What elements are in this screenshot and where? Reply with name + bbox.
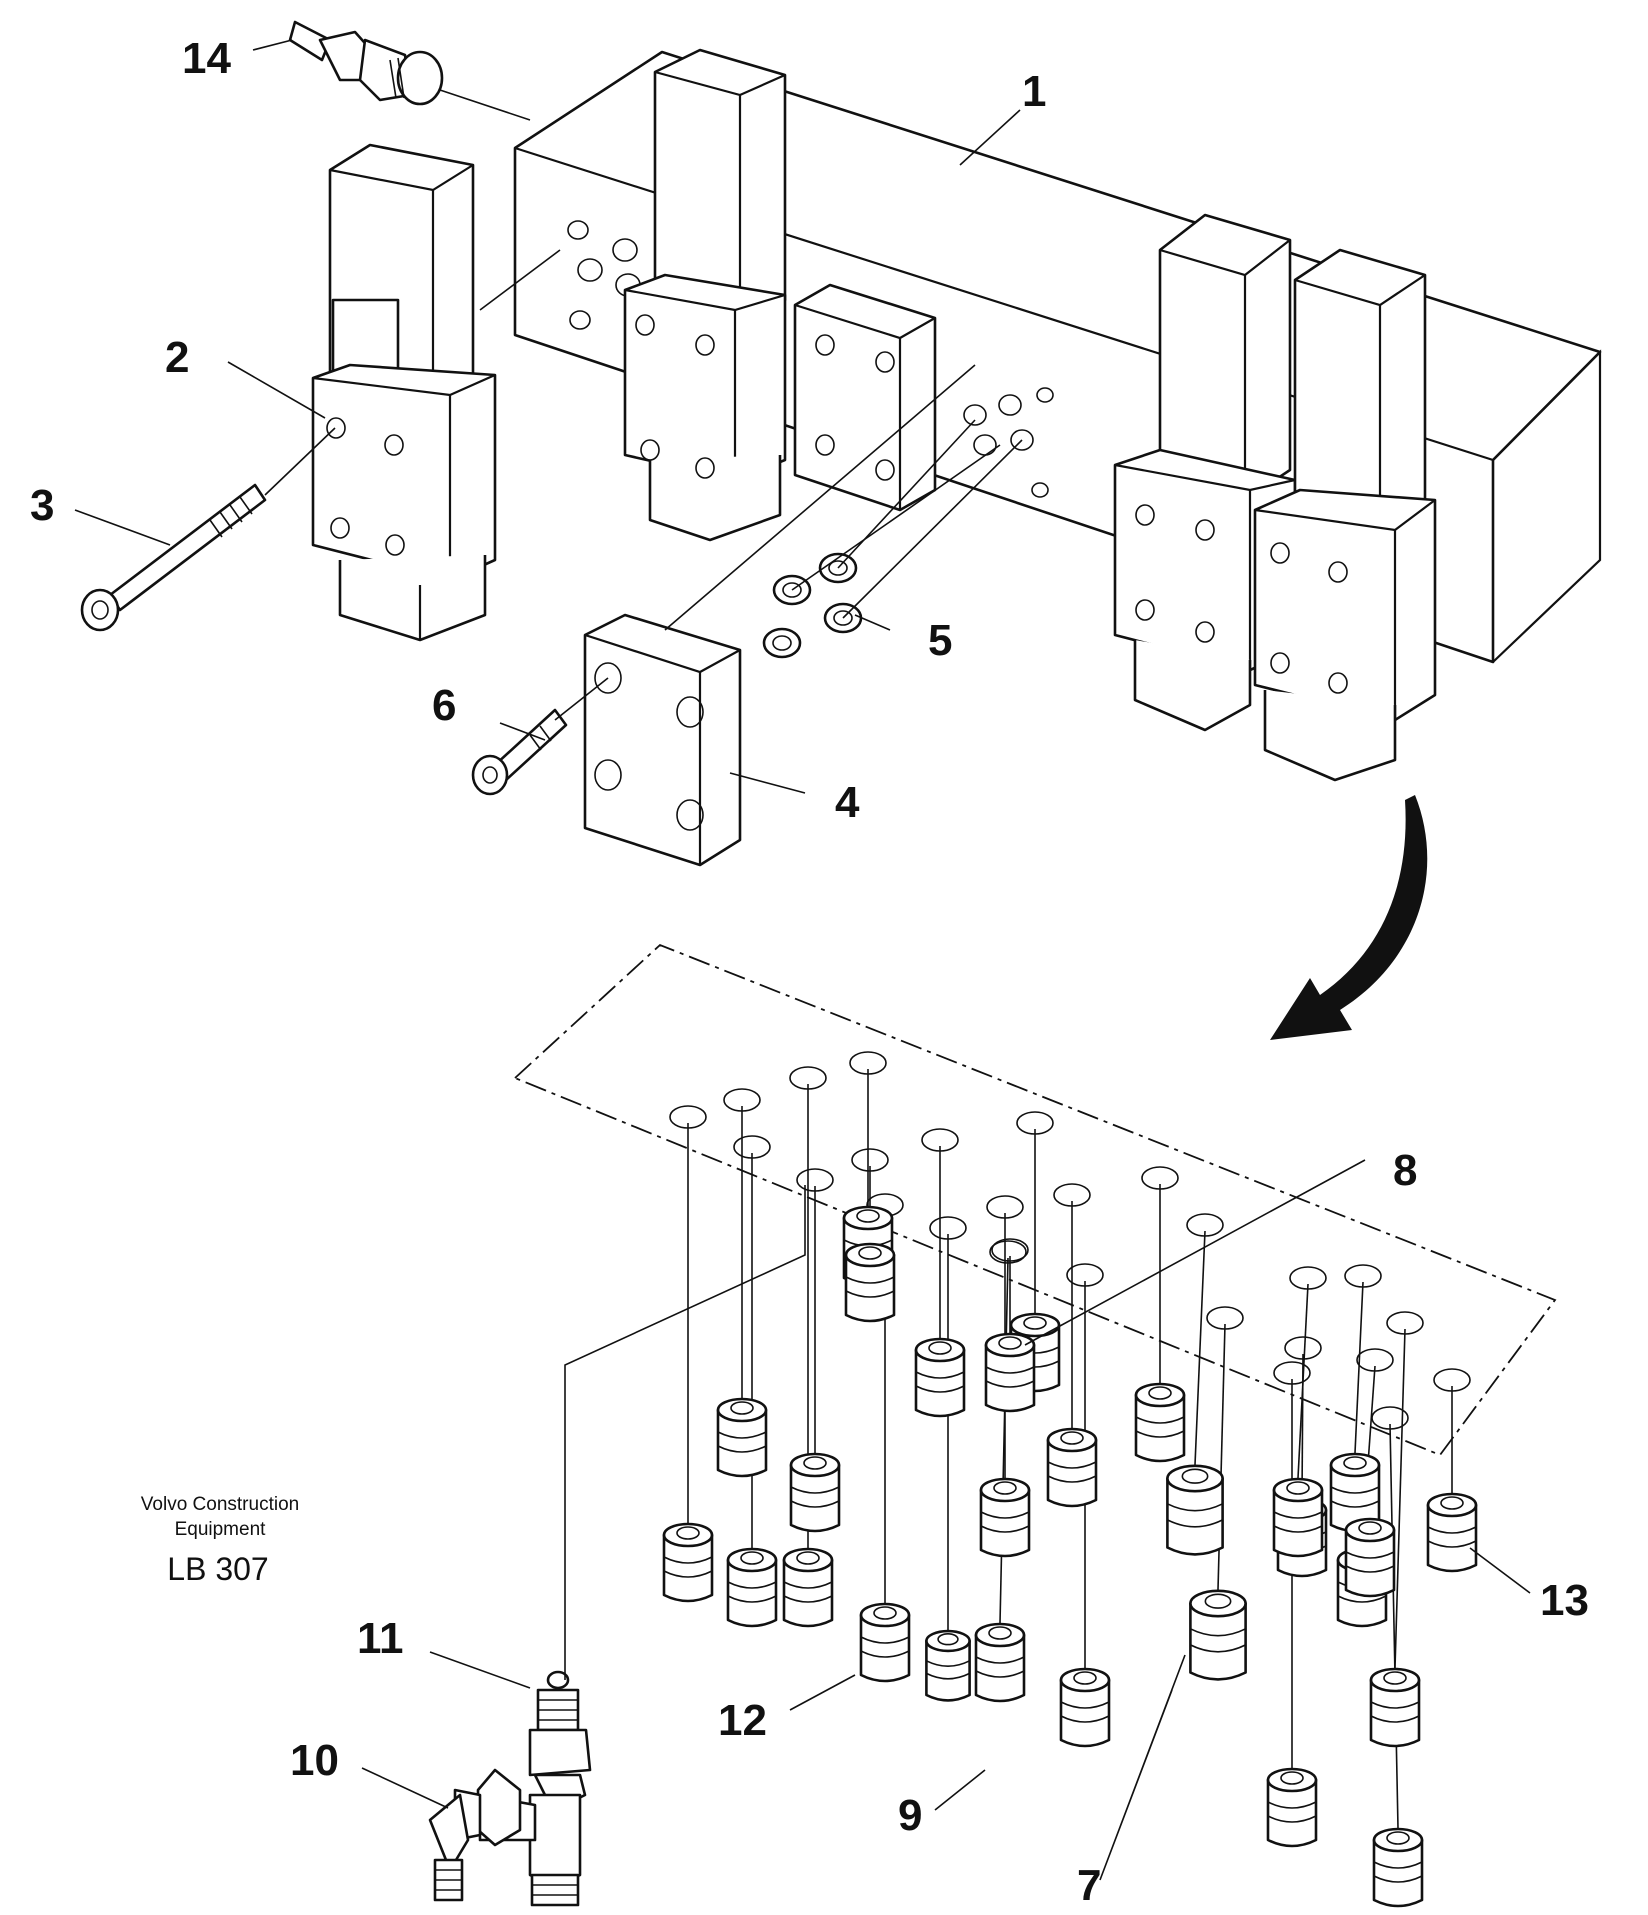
drawing-code: LB 307	[167, 1551, 268, 1587]
callout-numbers: 1 2 3 4 5 6 7 8 9 10 11 12 13 14	[30, 34, 1589, 1910]
callout-12: 12	[718, 1696, 767, 1745]
callout-10: 10	[290, 1736, 339, 1785]
check-valve-1	[662, 1522, 714, 1603]
callout-2: 2	[165, 333, 189, 382]
valve-block-assembly	[80, 20, 1602, 867]
o-rings	[762, 552, 863, 659]
callout-5: 5	[928, 616, 952, 665]
callout-3: 3	[30, 481, 54, 530]
check-valve-25	[1426, 1492, 1478, 1573]
check-valve-14	[974, 1622, 1026, 1703]
cover-plate	[583, 613, 742, 867]
check-valve-7	[844, 1242, 896, 1323]
port-guide-line	[999, 1257, 1009, 1624]
callout-4: 4	[835, 778, 860, 827]
brand-line-1: Volvo Construction	[141, 1494, 299, 1515]
callout-9: 9	[898, 1791, 922, 1840]
port-guide-line	[1394, 1328, 1406, 1669]
check-valve-22	[1272, 1477, 1324, 1558]
drain-fitting-assembly	[428, 1670, 592, 1907]
check-valve-21	[1329, 1452, 1381, 1533]
callout-1: 1	[1022, 67, 1046, 116]
port-guide-line	[1194, 1230, 1206, 1465]
solenoid-valve-left	[311, 143, 497, 642]
assembly-guide-lines	[264, 89, 1023, 721]
check-valve-10	[925, 1629, 971, 1702]
check-valve-3	[782, 1547, 834, 1628]
port-guide-line	[1389, 1423, 1399, 1829]
callout-6: 6	[432, 681, 456, 730]
check-valve-8	[859, 1602, 911, 1683]
check-valve-13	[984, 1332, 1036, 1413]
check-valve-6	[789, 1452, 841, 1533]
solenoid-valve-3	[1113, 213, 1297, 732]
check-valve-24	[1369, 1667, 1421, 1748]
callout-leaders	[74, 39, 1531, 1881]
check-valve-layout	[428, 943, 1557, 1908]
callout-13: 13	[1540, 1576, 1589, 1625]
mounted-cover-plate	[793, 283, 937, 512]
callout-14: 14	[182, 34, 231, 83]
check-valve-26	[1372, 1827, 1424, 1908]
short-bolt	[471, 708, 568, 796]
check-valve-27	[1266, 1767, 1318, 1848]
callout-11: 11	[357, 1614, 404, 1663]
check-valves	[662, 1205, 1478, 1908]
check-valve-17	[1134, 1382, 1186, 1463]
long-bolt	[80, 483, 267, 632]
pressure-switch-fitting	[288, 20, 444, 106]
block-face-outline	[513, 943, 1557, 1457]
port-holes	[669, 1051, 1471, 1829]
curved-direction-arrow	[1270, 795, 1428, 1040]
port-guide-line	[1354, 1281, 1364, 1454]
check-valve-9	[914, 1337, 966, 1418]
check-valve-15	[1046, 1427, 1098, 1508]
callout-7: 7	[1077, 1861, 1101, 1910]
check-valve-12	[979, 1477, 1031, 1558]
check-valve-28	[1344, 1517, 1396, 1598]
check-valve-2	[716, 1397, 768, 1478]
check-valve-18	[1166, 1464, 1224, 1556]
callout-8: 8	[1393, 1146, 1417, 1195]
check-valve-5	[726, 1547, 778, 1628]
brand-label: Volvo Construction Equipment LB 307	[141, 1494, 299, 1587]
check-valve-16	[1059, 1667, 1111, 1748]
solenoid-valve-2	[623, 48, 787, 542]
brand-line-2: Equipment	[175, 1519, 267, 1540]
check-valve-19	[1189, 1589, 1247, 1681]
drain-guide-line	[564, 1185, 806, 1680]
solenoid-valve-4	[1253, 248, 1437, 782]
